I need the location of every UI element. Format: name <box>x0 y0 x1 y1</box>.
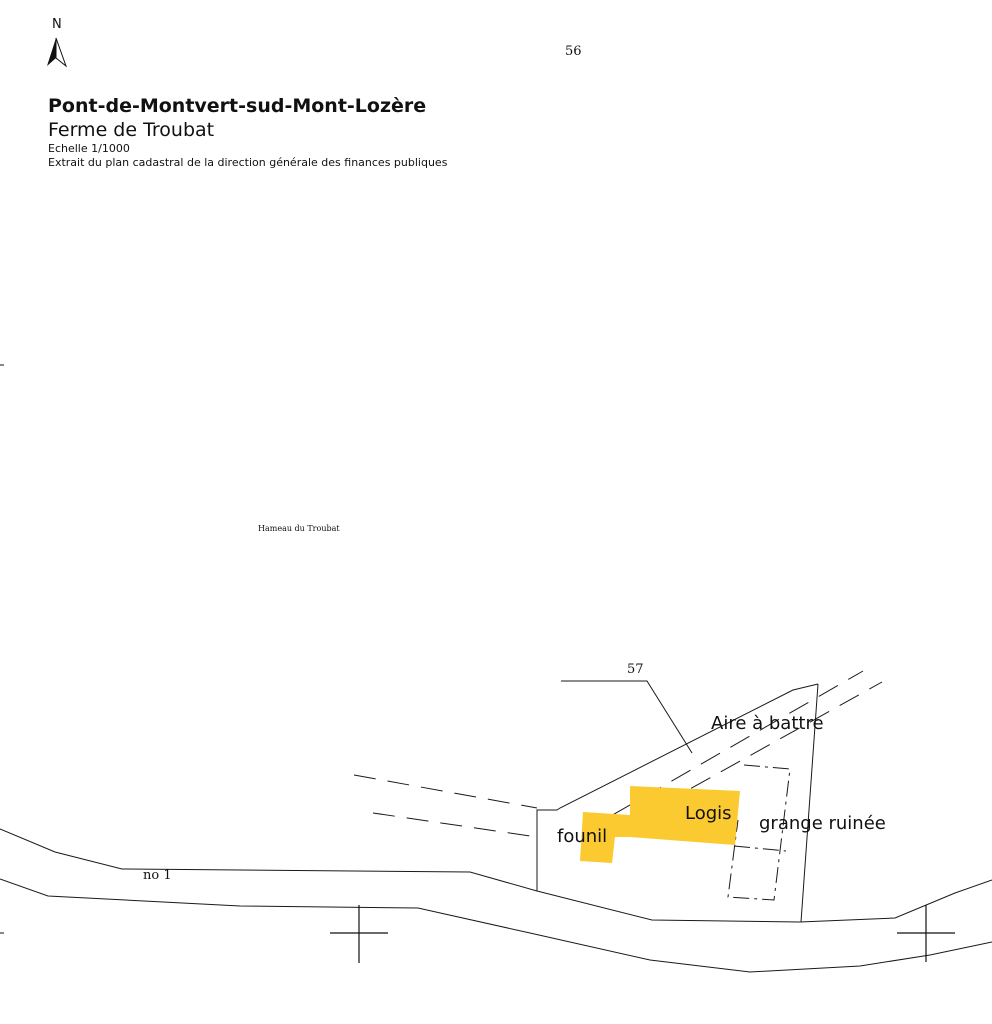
parcel-boundary <box>536 683 819 891</box>
road-edge-south <box>0 878 992 973</box>
aire-a-battre-label: Aire à battre <box>711 713 824 734</box>
parcel-leader <box>561 680 693 754</box>
founil-label: founil <box>557 826 608 847</box>
survey-cross <box>330 905 388 963</box>
founil-building <box>580 812 630 863</box>
north-label: N <box>52 17 62 32</box>
road-edge-north <box>0 828 992 923</box>
page-number: 56 <box>565 44 582 59</box>
survey-cross <box>897 905 955 962</box>
map-source: Extrait du plan cadastral de la directio… <box>48 156 448 169</box>
logis-building <box>630 786 740 845</box>
grange-ruinee-label: grange ruinée <box>759 813 886 834</box>
hamlet-label: Hameau du Troubat <box>258 524 340 533</box>
road-label: no 1 <box>143 868 172 883</box>
parcel-boundary <box>800 683 819 923</box>
map-header: Pont-de-Montvert-sud-Mont-Lozère Ferme d… <box>48 94 648 170</box>
map-title: Pont-de-Montvert-sud-Mont-Lozère <box>48 95 427 117</box>
map-subtitle: Ferme de Troubat <box>48 119 215 141</box>
grange-ruinee-outline <box>727 764 791 901</box>
north-arrow-icon <box>47 37 68 68</box>
parcel-number-label: 57 <box>627 662 644 677</box>
logis-label: Logis <box>685 803 732 824</box>
map-scale: Echelle 1/1000 <box>48 142 130 155</box>
